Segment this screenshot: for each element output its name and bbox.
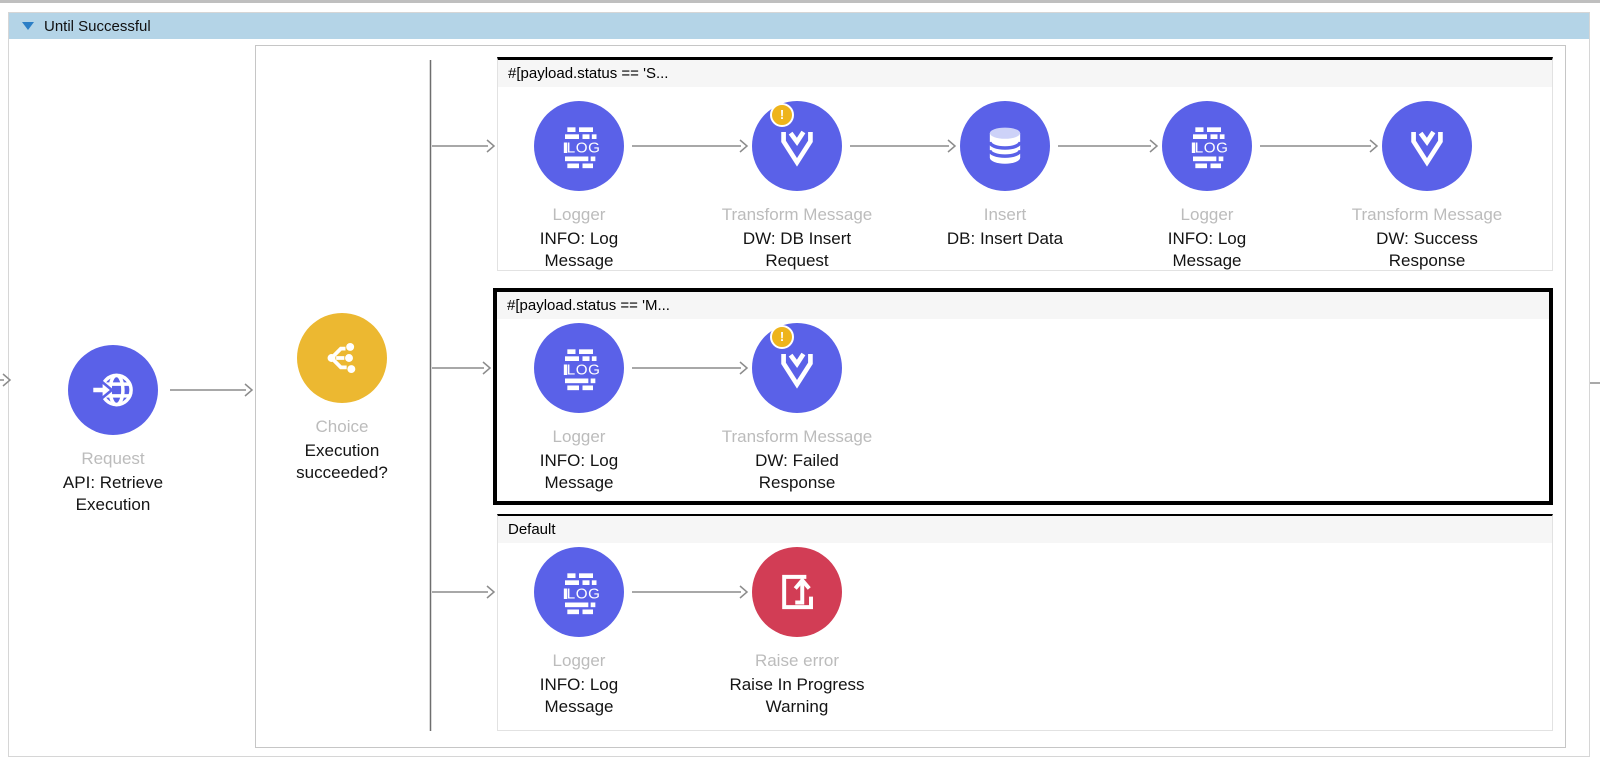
route-condition-label[interactable]: Default bbox=[498, 516, 1552, 543]
node-type-label: Transform Message bbox=[1351, 205, 1503, 224]
warning-badge: ! bbox=[770, 103, 794, 127]
node-name-label: DW: Success Response bbox=[1376, 229, 1478, 270]
flow-node-logger[interactable]: Logger INFO: Log Message bbox=[1107, 101, 1307, 272]
choice-route-when-success[interactable]: #[payload.status == 'S... bbox=[497, 57, 1553, 271]
node-name-label: DB: Insert Data bbox=[946, 229, 1064, 248]
node-type-label: Request bbox=[81, 449, 145, 468]
node-type-label: Logger bbox=[1180, 205, 1234, 224]
node-type-label: Transform Message bbox=[721, 427, 873, 446]
node-name-label: Raise In Progress Warning bbox=[729, 675, 865, 716]
node-name-label: DW: DB Insert Request bbox=[742, 229, 852, 270]
flow-node-raise-error[interactable]: Raise error Raise In Progress Warning bbox=[697, 547, 897, 718]
node-name-label: Execution succeeded? bbox=[296, 441, 388, 482]
node-type-label: Choice bbox=[315, 417, 369, 436]
node-type-label: Insert bbox=[983, 205, 1027, 224]
logger-icon bbox=[1179, 118, 1235, 174]
raise-error-icon bbox=[769, 564, 825, 620]
flow-node-transform-message[interactable]: ! Transform Message DW: Failed Response bbox=[697, 323, 897, 494]
node-type-label: Logger bbox=[552, 427, 606, 446]
logger-icon bbox=[551, 118, 607, 174]
flow-node-logger[interactable]: Logger INFO: Log Message bbox=[479, 101, 679, 272]
node-name-label: INFO: Log Message bbox=[539, 451, 619, 492]
collapse-triangle-icon[interactable] bbox=[22, 22, 34, 30]
node-name-label: API: Retrieve Execution bbox=[62, 473, 164, 514]
route-condition-label[interactable]: #[payload.status == 'S... bbox=[498, 60, 1552, 87]
route-condition-label[interactable]: #[payload.status == 'M... bbox=[497, 292, 1549, 319]
choice-route-when-m-selected[interactable]: #[payload.status == 'M... bbox=[493, 288, 1553, 505]
choice-icon bbox=[314, 330, 370, 386]
logger-icon bbox=[551, 564, 607, 620]
database-icon bbox=[977, 118, 1033, 174]
dataweave-icon bbox=[1399, 118, 1455, 174]
node-type-label: Logger bbox=[552, 651, 606, 670]
http-request-icon bbox=[85, 362, 141, 418]
node-type-label: Transform Message bbox=[721, 205, 873, 224]
choice-route-default[interactable]: Default bbox=[497, 514, 1553, 731]
flow-node-transform-message[interactable]: ! Transform Message DW: DB Insert Reques… bbox=[697, 101, 897, 272]
scope-title: Until Successful bbox=[44, 17, 151, 35]
until-successful-header[interactable]: Until Successful bbox=[9, 13, 1589, 39]
node-name-label: DW: Failed Response bbox=[755, 451, 839, 492]
flow-node-transform-message[interactable]: Transform Message DW: Success Response bbox=[1327, 101, 1527, 272]
node-name-label: INFO: Log Message bbox=[1167, 229, 1247, 270]
node-type-label: Logger bbox=[552, 205, 606, 224]
logger-icon bbox=[551, 340, 607, 396]
flow-node-request[interactable]: Request API: Retrieve Execution bbox=[13, 345, 213, 516]
flow-node-logger[interactable]: Logger INFO: Log Message bbox=[479, 323, 679, 494]
flow-node-logger[interactable]: Logger INFO: Log Message bbox=[479, 547, 679, 718]
node-name-label: INFO: Log Message bbox=[539, 229, 619, 270]
node-name-label: INFO: Log Message bbox=[539, 675, 619, 716]
top-border-line bbox=[0, 0, 1600, 3]
node-type-label: Raise error bbox=[754, 651, 840, 670]
flow-node-db-insert[interactable]: Insert DB: Insert Data bbox=[905, 101, 1105, 250]
flow-node-choice[interactable]: Choice Execution succeeded? bbox=[242, 313, 442, 484]
warning-badge: ! bbox=[770, 325, 794, 349]
